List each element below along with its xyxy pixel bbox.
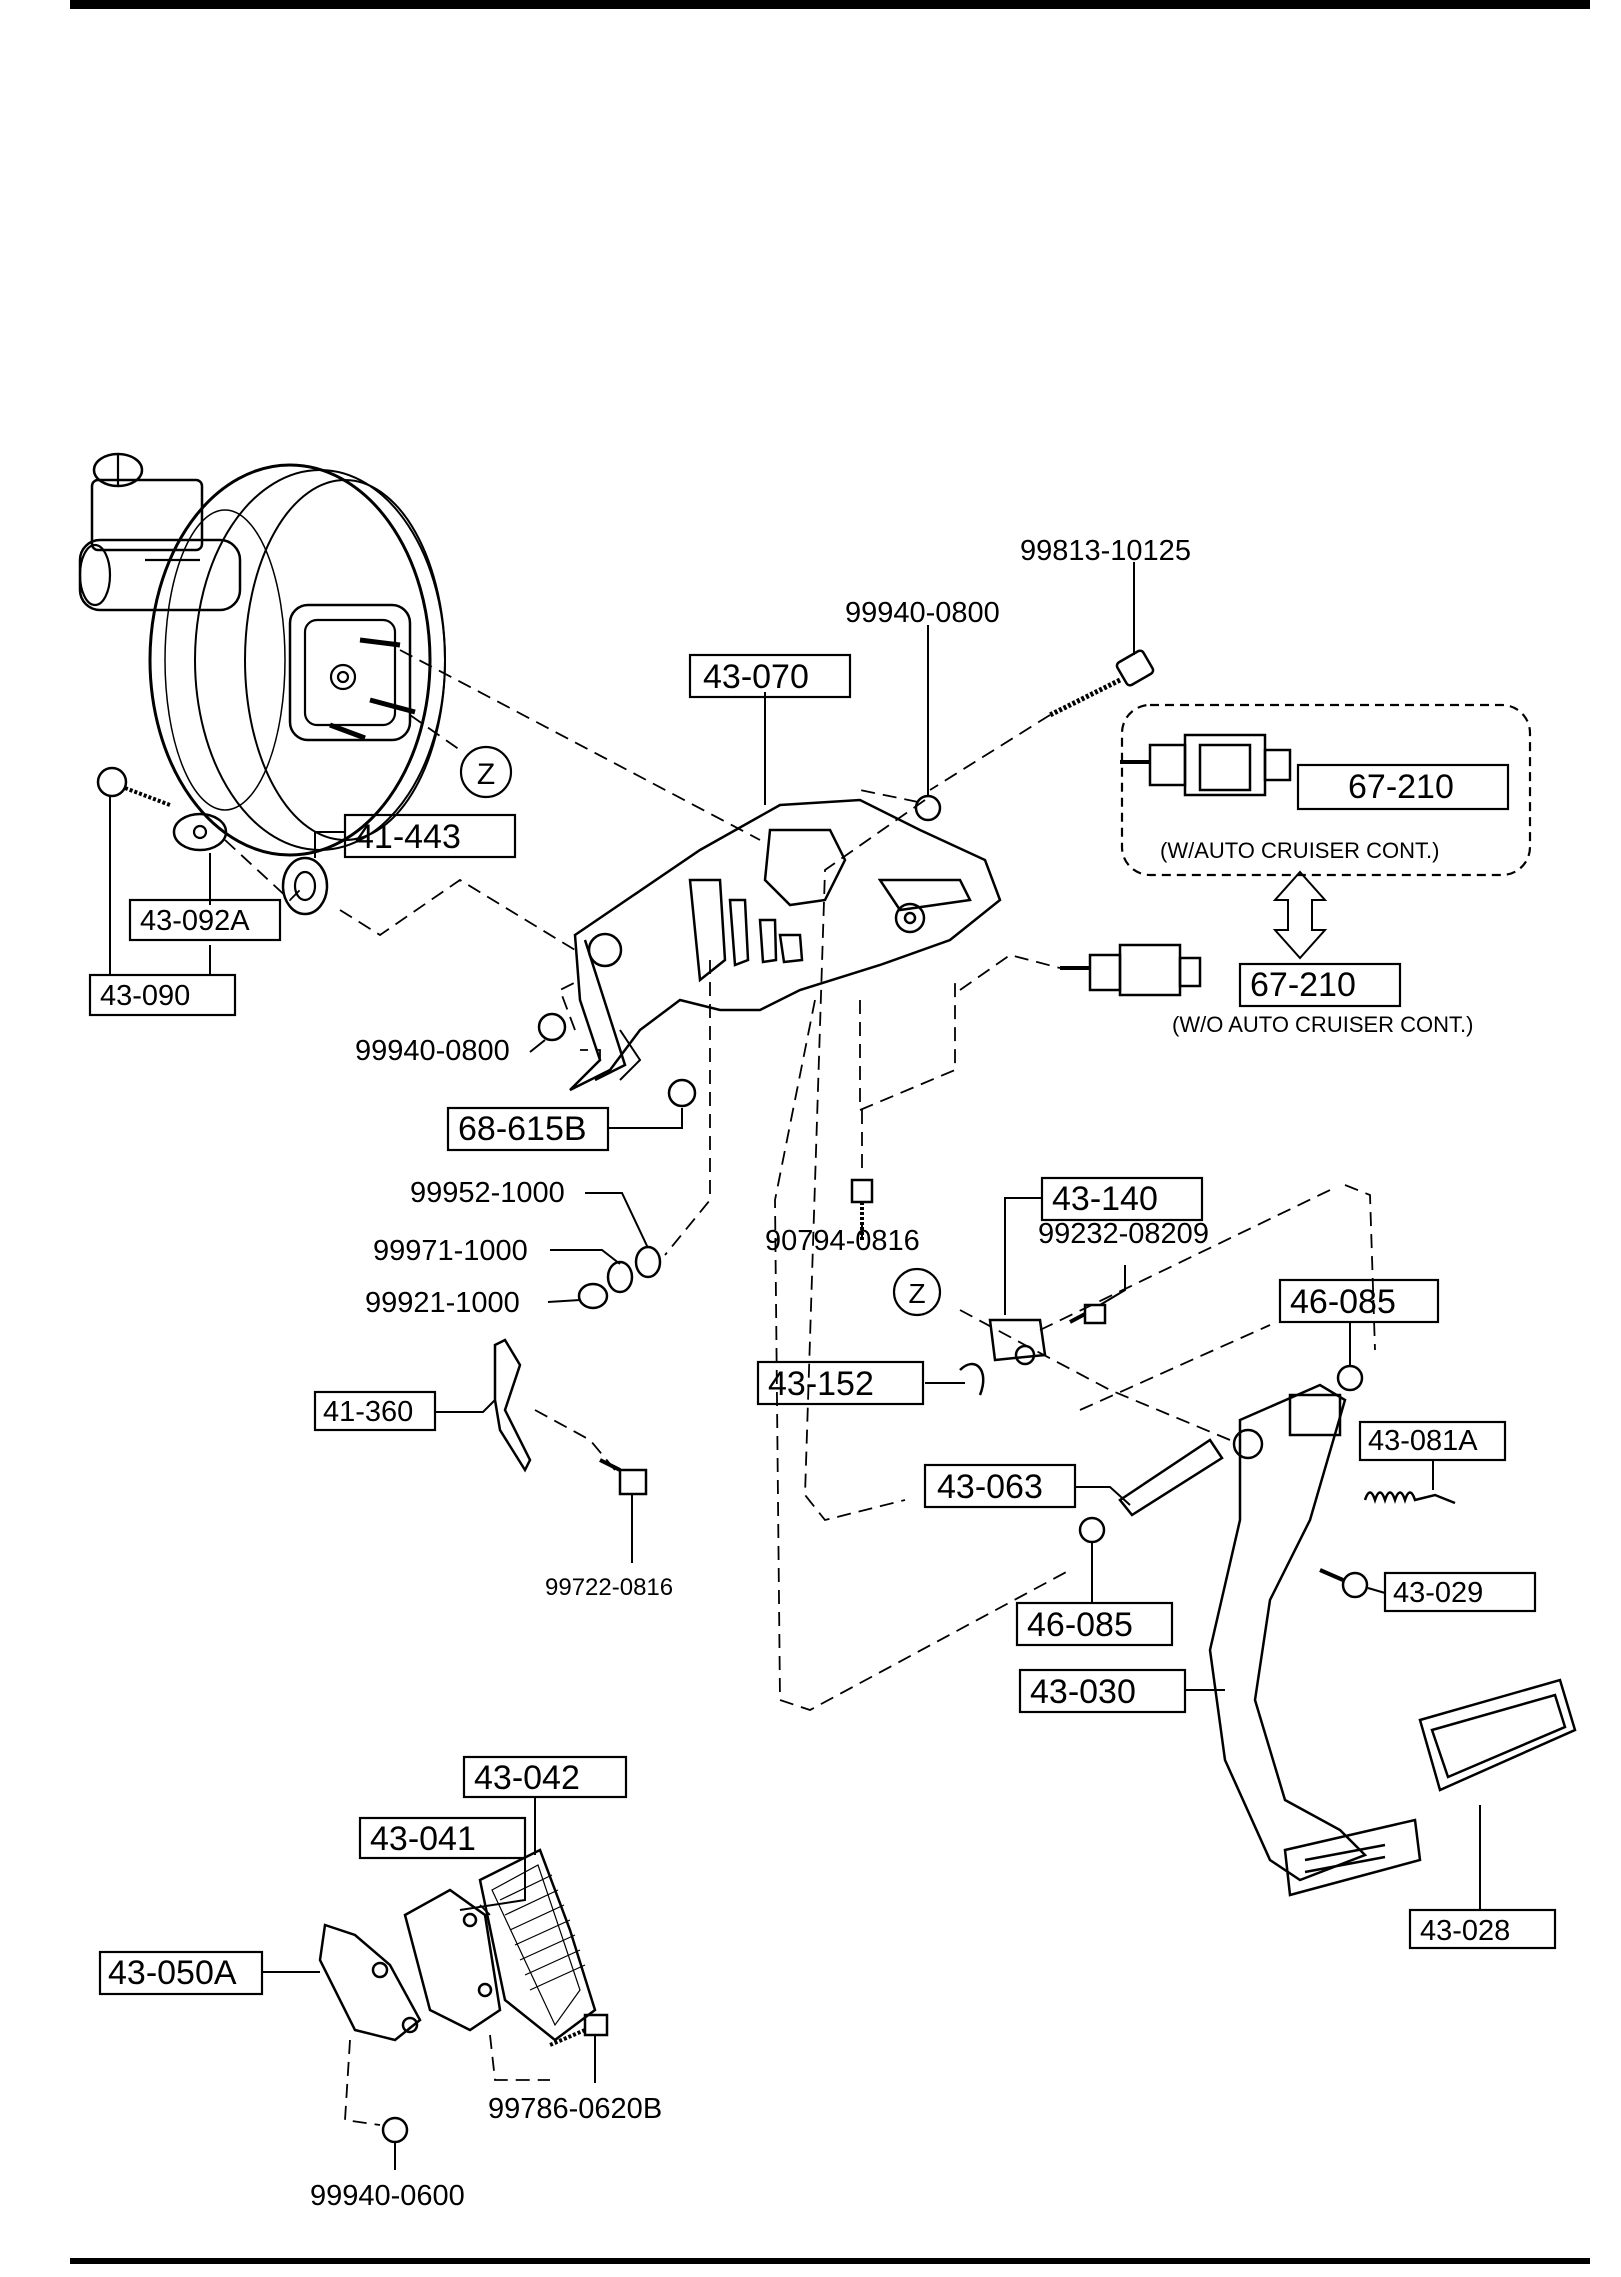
label-99722-0816: 99722-0816 [545, 1574, 673, 1601]
clip-43-152 [959, 1362, 985, 1396]
nut-99940-0800-left [537, 1012, 567, 1042]
brake-booster [148, 463, 446, 857]
stop-light-switch-with-cruise [1120, 733, 1292, 797]
bracket-41-360 [493, 1338, 532, 1473]
bolt-99813-10125 [1048, 649, 1155, 718]
label-without-auto-cruiser: (W/O AUTO CRUISER CONT.) [1172, 1012, 1474, 1037]
label-43-042: 43-042 [474, 1759, 580, 1797]
z-reference-mark: Z [459, 745, 513, 799]
label-67-210-a: 67-210 [1348, 768, 1454, 806]
label-43-063: 43-063 [937, 1468, 1043, 1506]
plate-43-092A [172, 812, 228, 852]
bushing-41-443 [281, 856, 329, 916]
leader-lines [109, 562, 1481, 2170]
spacer-43-063 [1118, 1438, 1224, 1517]
stopper-43-029 [1319, 1568, 1369, 1599]
label-43-041: 43-041 [370, 1820, 476, 1858]
label-43-028: 43-028 [1420, 1915, 1510, 1947]
label-67-210-b: 67-210 [1250, 966, 1356, 1004]
clevis-43-140 [988, 1318, 1047, 1366]
bushing-46-085-a [1336, 1364, 1364, 1392]
master-cylinder [78, 452, 242, 612]
double-arrow-icon [1272, 870, 1328, 960]
pedal-pad-43-042 [478, 1848, 597, 2042]
label-with-auto-cruiser: (W/AUTO CRUISER CONT.) [1160, 838, 1439, 863]
label-99813-10125: 99813-10125 [1020, 535, 1191, 567]
label-41-360: 41-360 [323, 1396, 413, 1428]
label-68-615B: 68-615B [458, 1110, 587, 1148]
label-99786-0620B: 99786-0620B [488, 2093, 662, 2125]
label-43-090: 43-090 [100, 980, 190, 1012]
z-mark-text: Z [477, 758, 495, 791]
label-99921-1000: 99921-1000 [365, 1287, 520, 1319]
label-41-443: 41-443 [355, 818, 461, 856]
z-reference-mark-2: Z [892, 1267, 942, 1317]
bolt-99722-0816 [599, 1458, 648, 1496]
label-boxes [88, 653, 1557, 1996]
z-mark-text-2: Z [908, 1278, 925, 1309]
pedal-pad-43-028 [1418, 1678, 1577, 1792]
label-99952-1000: 99952-1000 [410, 1177, 565, 1209]
label-46-085-a: 46-085 [1290, 1283, 1396, 1321]
label-43-152: 43-152 [768, 1365, 874, 1403]
washers-1000 [577, 1245, 662, 1310]
label-46-085-b: 46-085 [1027, 1606, 1133, 1644]
bolt-43-090 [96, 766, 171, 807]
relation-lines [224, 649, 1376, 2126]
label-43-030: 43-030 [1030, 1673, 1136, 1711]
label-90794-0816: 90794-0816 [765, 1225, 920, 1257]
stop-light-switch-without-cruise [1060, 943, 1202, 997]
label-43-092A: 43-092A [140, 905, 250, 937]
label-43-081A: 43-081A [1368, 1425, 1478, 1457]
pedal-bracket [569, 798, 1002, 1092]
label-43-050A: 43-050A [108, 1954, 237, 1992]
spring-43-081A [1363, 1491, 1456, 1505]
brake-pedal-arm [1208, 1383, 1422, 1897]
bracket-43-050A [318, 1923, 422, 2042]
option-frame [1120, 703, 1532, 877]
label-99232-08209: 99232-08209 [1038, 1218, 1209, 1250]
label-43-029: 43-029 [1393, 1577, 1483, 1609]
nut-99940-0600 [381, 2116, 409, 2144]
label-99940-0800-top: 99940-0800 [845, 597, 1000, 629]
bushing-46-085-b [1078, 1516, 1106, 1544]
nut-99940-0800-top [914, 794, 942, 822]
label-99940-0600: 99940-0600 [310, 2180, 465, 2212]
label-43-070: 43-070 [703, 658, 809, 696]
pin-99232-08209 [1069, 1303, 1107, 1325]
label-99971-1000: 99971-1000 [373, 1235, 528, 1267]
nut-68-615B [667, 1078, 697, 1108]
label-99940-0800-left: 99940-0800 [355, 1035, 510, 1067]
label-43-140: 43-140 [1052, 1180, 1158, 1218]
top-rule [70, 0, 1590, 9]
pad-plate-43-041 [403, 1888, 502, 2032]
bottom-rule [70, 2258, 1590, 2264]
